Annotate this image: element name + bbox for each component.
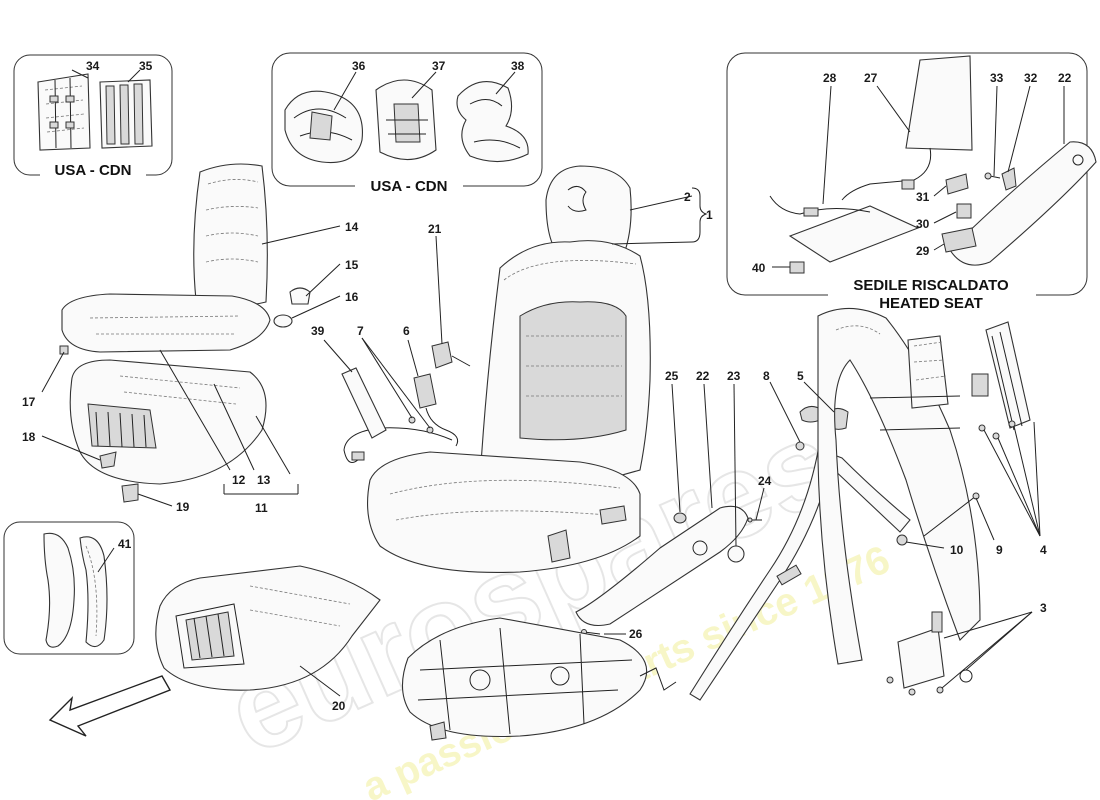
inset-side-bolster: 41 [3, 521, 135, 655]
callout-34: 34 [86, 59, 100, 73]
inset-label-usa-cdn-left: USA - CDN [55, 162, 132, 179]
part-8-bolt [795, 441, 805, 451]
prancing-horse-emblem-icon [567, 186, 587, 212]
part-30-module [956, 203, 972, 219]
exploded-seat-left: 14 15 16 17 18 19 12 13 11 [22, 163, 359, 515]
callout-17: 17 [22, 395, 36, 409]
part-4-height-adjuster [985, 321, 1031, 429]
part-17-clip [59, 345, 69, 355]
callout-33: 33 [990, 71, 1004, 85]
part-9-bolt [923, 495, 977, 537]
part-6-buckle [413, 373, 437, 409]
part-21-knob [431, 341, 453, 369]
seat-belt-assembly: 8 5 10 9 4 3 [689, 307, 1047, 701]
callout-26: 26 [629, 627, 643, 641]
part-37-child-seat [375, 79, 437, 161]
inset-label-usa-cdn-middle: USA - CDN [371, 178, 448, 195]
callout-20: 20 [332, 699, 346, 713]
callout-27: 27 [864, 71, 878, 85]
seat-rail-frame [401, 617, 677, 741]
part-29-switch [941, 227, 977, 253]
part-10-washer [896, 534, 908, 546]
part-22-side-trim [575, 505, 749, 627]
callout-10: 10 [950, 543, 964, 557]
callout-9: 9 [996, 543, 1003, 557]
part-25-clip [673, 512, 687, 524]
callout-23: 23 [727, 369, 741, 383]
main-seat: 2 1 21 6 7 39 [311, 165, 713, 573]
callout-38: 38 [511, 59, 525, 73]
part-38-booster-seat [456, 81, 529, 163]
front-direction-arrow-icon [48, 675, 172, 737]
callout-5: 5 [797, 369, 804, 383]
part-35-strips [99, 79, 153, 149]
callout-39: 39 [311, 324, 325, 338]
part-20-seat-pan: 20 [155, 565, 381, 713]
callout-25: 25 [665, 369, 679, 383]
callout-16: 16 [345, 290, 359, 304]
callout-7: 7 [357, 324, 364, 338]
part-33-screw [984, 172, 992, 180]
callout-15: 15 [345, 258, 359, 272]
part-40-block [789, 261, 805, 274]
callout-19: 19 [176, 500, 190, 514]
callout-8: 8 [763, 369, 770, 383]
callout-4: 4 [1040, 543, 1047, 557]
part-22-side-trim [949, 141, 1097, 266]
callout-31: 31 [916, 190, 930, 204]
callout-29: 29 [916, 244, 930, 258]
inset-label-heated-it: SEDILE RISCALDATO [853, 277, 1009, 294]
callout-35: 35 [139, 59, 153, 73]
callout-21: 21 [428, 222, 442, 236]
callout-40: 40 [752, 261, 766, 275]
callout-37: 37 [432, 59, 446, 73]
part-7-harness [343, 427, 453, 463]
callout-13: 13 [257, 473, 271, 487]
part-32-clip [1001, 167, 1017, 191]
callout-22: 22 [696, 369, 710, 383]
part-34-pad [37, 73, 91, 151]
part-18-tab [99, 451, 117, 469]
part-39-sleeve [341, 367, 387, 439]
callout-12: 12 [232, 473, 246, 487]
part-16-washer [273, 314, 293, 328]
part-31-connector [945, 173, 969, 195]
part-27-back-pad [905, 55, 973, 151]
part-3-retractor [897, 627, 945, 689]
part-15-knob [289, 287, 311, 305]
part-36-infant-seat [284, 90, 363, 164]
callout-28: 28 [823, 71, 837, 85]
callout-18: 18 [22, 430, 36, 444]
callout-36: 36 [352, 59, 366, 73]
callout-32: 32 [1024, 71, 1038, 85]
part-23-knob [727, 545, 745, 563]
callout-24: 24 [758, 474, 772, 488]
callout-1: 1 [706, 208, 713, 222]
part-14-backrest-cover [193, 163, 268, 307]
inset-usa-cdn-left: 34 35 USA - CDN [13, 54, 173, 180]
part-19-bracket [121, 483, 139, 503]
part-28-cushion-pad [788, 205, 920, 263]
callout-30: 30 [916, 217, 930, 231]
callout-11: 11 [255, 501, 268, 515]
callout-22-heated: 22 [1058, 71, 1072, 85]
part-41-bolster [79, 536, 108, 648]
inset-usa-cdn-middle: 36 37 38 USA - CDN [271, 52, 543, 196]
callout-6: 6 [403, 324, 410, 338]
callout-14: 14 [345, 220, 359, 234]
callout-3: 3 [1040, 601, 1047, 615]
inset-heated-seat: 28 27 33 32 22 31 30 29 40 SEDILE RISCAL… [726, 52, 1097, 312]
callout-2: 2 [684, 190, 691, 204]
side-trim: 25 22 23 24 26 [575, 369, 772, 641]
inset-label-heated-en: HEATED SEAT [879, 295, 983, 312]
callout-41: 41 [118, 537, 132, 551]
